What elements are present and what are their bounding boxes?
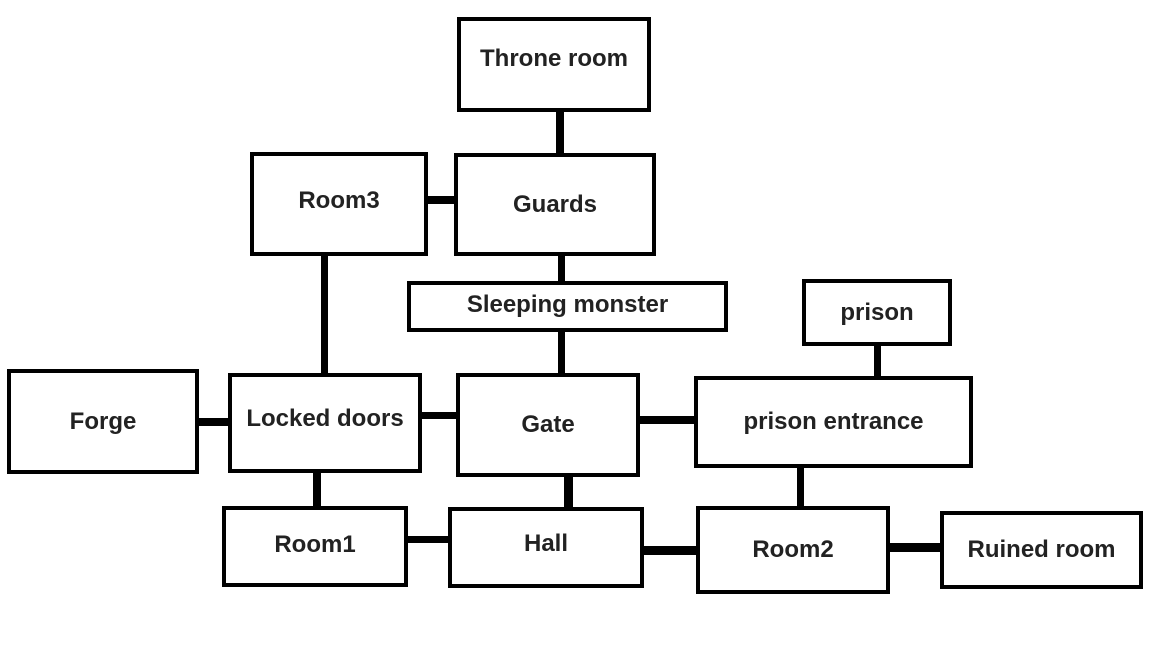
connector-throne-guards [556,108,564,158]
room-label: Gate [521,411,575,438]
connector-gate-hall [564,472,573,512]
connector-prison-entrance-room2 [797,464,804,510]
connector-gate-prison-entrance [636,416,698,424]
room-label: Guards [512,190,598,218]
connector-locked-doors-room1 [313,468,321,510]
room-throne-room: Throne room [457,17,651,112]
room-locked-doors: Locked doors [228,373,422,473]
room-hall: Hall [448,507,644,588]
room-label: Locked doors [246,405,404,432]
room-label: Hall [523,529,568,557]
room-ruined-room: Ruined room [940,511,1143,589]
connector-locked-doors-gate [418,412,460,419]
room-sleeping-monster: Sleeping monster [407,281,728,332]
connector-monster-gate [558,328,565,378]
connector-room3-guards [424,196,460,204]
room-label: Sleeping monster [466,290,669,318]
connector-forge-locked-doors [195,418,231,426]
room-room3: Room3 [250,152,428,256]
room-room2: Room2 [696,506,890,594]
connector-guards-monster [558,252,565,285]
connector-hall-room2 [640,546,700,555]
room-label: Room3 [298,187,380,214]
room-guards: Guards [454,153,656,256]
room-gate: Gate [456,373,640,477]
room-label: Throne room [480,44,628,72]
room-label: prison [840,298,914,326]
room-label: Ruined room [967,536,1116,563]
connector-prison-entrance [874,342,881,380]
room-label: Room2 [752,536,834,563]
room-label: Forge [69,407,137,435]
room-prison-entrance: prison entrance [694,376,973,468]
room-label: prison entrance [743,408,924,435]
room-label: Room1 [274,530,356,558]
connector-room2-ruined [886,543,944,552]
connector-room1-hall [403,536,453,543]
room-prison: prison [802,279,952,346]
room-forge: Forge [7,369,199,474]
room-room1: Room1 [222,506,408,587]
connector-room3-locked-doors [321,252,328,378]
